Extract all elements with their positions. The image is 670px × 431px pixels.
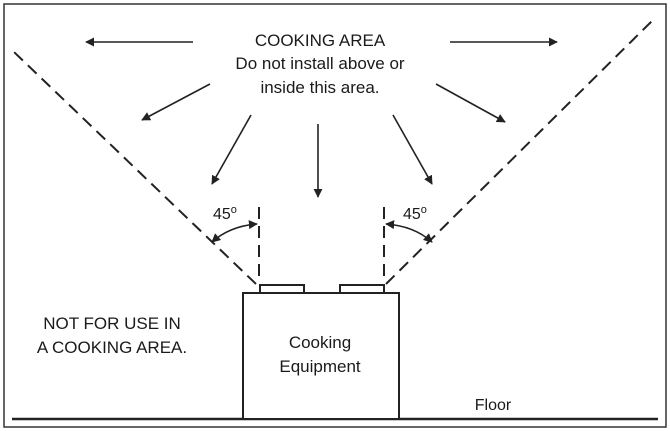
equipment-label-line1: Cooking	[289, 333, 351, 352]
warning-line1: NOT FOR USE IN	[43, 314, 181, 333]
left-boundary-dashed-line	[13, 51, 257, 285]
angle-left-label: 45o	[213, 204, 237, 223]
angle-right-label: 45o	[403, 204, 427, 223]
arrow-upper-left-icon	[141, 83, 211, 121]
cooking-area-line2: inside this area.	[260, 78, 379, 97]
frame-border	[3, 3, 667, 428]
equipment-label-line2: Equipment	[279, 357, 361, 376]
right-burner	[339, 284, 385, 294]
degree-symbol-left: o	[231, 204, 237, 216]
degree-symbol-right: o	[421, 204, 427, 216]
warning-line2: A COOKING AREA.	[37, 338, 187, 357]
cooking-area-line1: Do not install above or	[235, 54, 404, 73]
cooking-equipment-box	[242, 292, 400, 420]
right-angle-arc-icon	[385, 220, 433, 243]
left-burner	[259, 284, 305, 294]
cooking-area-title: COOKING AREA	[255, 31, 386, 50]
arrow-upper-right-icon	[435, 83, 506, 123]
right-boundary-dashed-line	[385, 17, 656, 285]
arrow-lower-left-icon	[211, 114, 252, 185]
left-angle-arc-icon	[211, 220, 258, 243]
arrow-lower-right-icon	[392, 114, 433, 185]
floor-label: Floor	[475, 397, 512, 414]
